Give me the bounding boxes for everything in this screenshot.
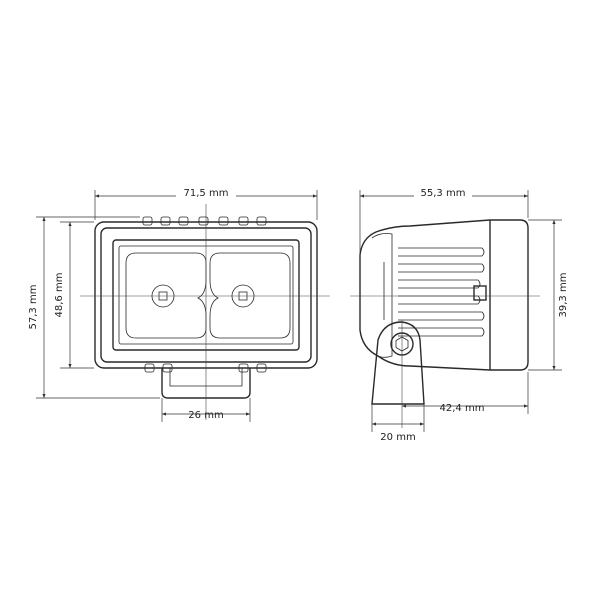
reflector-right bbox=[209, 252, 291, 339]
bottom-screw-row bbox=[144, 363, 267, 373]
front-view bbox=[80, 204, 330, 420]
dimension-labels: 71,5 mm 57,3 mm 48,6 mm 26 mm 55,3 mm 39… bbox=[28, 186, 569, 443]
cooling-fins bbox=[398, 247, 485, 337]
front-inner-height-label: 48,6 mm bbox=[54, 273, 65, 318]
side-depth-label: 55,3 mm bbox=[421, 188, 466, 199]
front-dimensions bbox=[36, 190, 318, 422]
front-width-label: 71,5 mm bbox=[184, 188, 229, 199]
side-dimensions bbox=[359, 190, 562, 432]
mount-offset-label: 42,4 mm bbox=[440, 403, 485, 414]
top-screw-row bbox=[142, 216, 267, 226]
side-housing bbox=[359, 219, 529, 371]
bracket-width-label: 26 mm bbox=[188, 410, 223, 421]
rear-label-block bbox=[473, 285, 487, 301]
front-outer-height-label: 57,3 mm bbox=[28, 285, 39, 330]
side-view bbox=[350, 219, 540, 428]
reflector-left bbox=[125, 252, 207, 339]
side-height-label: 39,3 mm bbox=[558, 273, 569, 318]
mount-width-label: 20 mm bbox=[380, 432, 415, 443]
